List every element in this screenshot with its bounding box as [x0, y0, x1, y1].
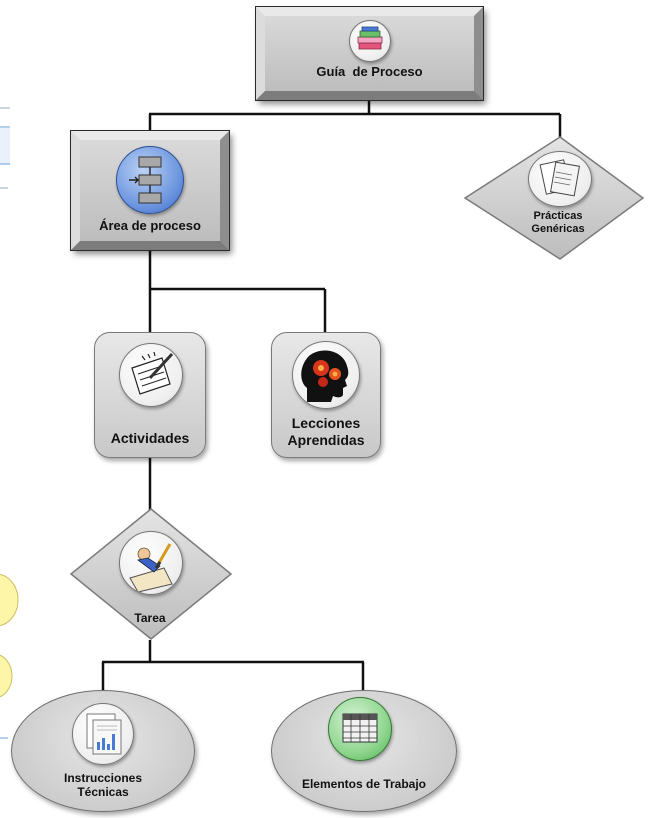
left-edge-fragments — [0, 107, 19, 739]
node-instrucciones-label: Instrucciones Técnicas — [12, 771, 194, 800]
lecciones-line-1: Lecciones — [291, 415, 361, 431]
node-practicas-label: Prácticas Genéricas — [513, 210, 603, 236]
node-tarea-label: Tarea — [134, 611, 166, 625]
book-stack-icon — [349, 20, 391, 62]
lecciones-line-2: Aprendidas — [287, 431, 365, 448]
practicas-line-1: Prácticas — [533, 210, 583, 222]
node-area-label: Área de proceso — [99, 218, 201, 233]
notepad-pen-icon — [119, 343, 183, 407]
reports-icon — [72, 703, 134, 765]
instrucciones-line-1: Instrucciones — [63, 771, 143, 785]
node-lecciones-label: Lecciones Aprendidas — [272, 415, 380, 449]
side-bubble — [0, 573, 19, 627]
flowchart-icon — [116, 146, 184, 214]
node-instrucciones-tecnicas: Instrucciones Técnicas — [11, 690, 195, 812]
brain-gears-icon — [292, 341, 360, 409]
instrucciones-line-2: Técnicas — [77, 785, 129, 800]
node-guia-de-proceso: Guía de Proceso — [255, 6, 484, 101]
node-actividades-label: Actividades — [110, 430, 190, 446]
node-area-de-proceso: Área de proceso — [70, 130, 230, 251]
node-guia-label: Guía de Proceso — [316, 64, 423, 79]
practicas-line-2: Genéricas — [531, 223, 585, 236]
side-bubble — [0, 654, 13, 698]
spreadsheet-icon — [328, 697, 392, 761]
documents-icon — [528, 151, 592, 207]
person-writing-icon — [119, 531, 183, 595]
node-elementos-de-trabajo: Elementos de Trabajo — [271, 690, 457, 812]
node-actividades: Actividades — [94, 332, 206, 458]
node-lecciones-aprendidas: Lecciones Aprendidas — [271, 332, 381, 458]
node-elementos-label: Elementos de Trabajo — [301, 777, 427, 791]
fragment-highlight — [0, 128, 10, 164]
